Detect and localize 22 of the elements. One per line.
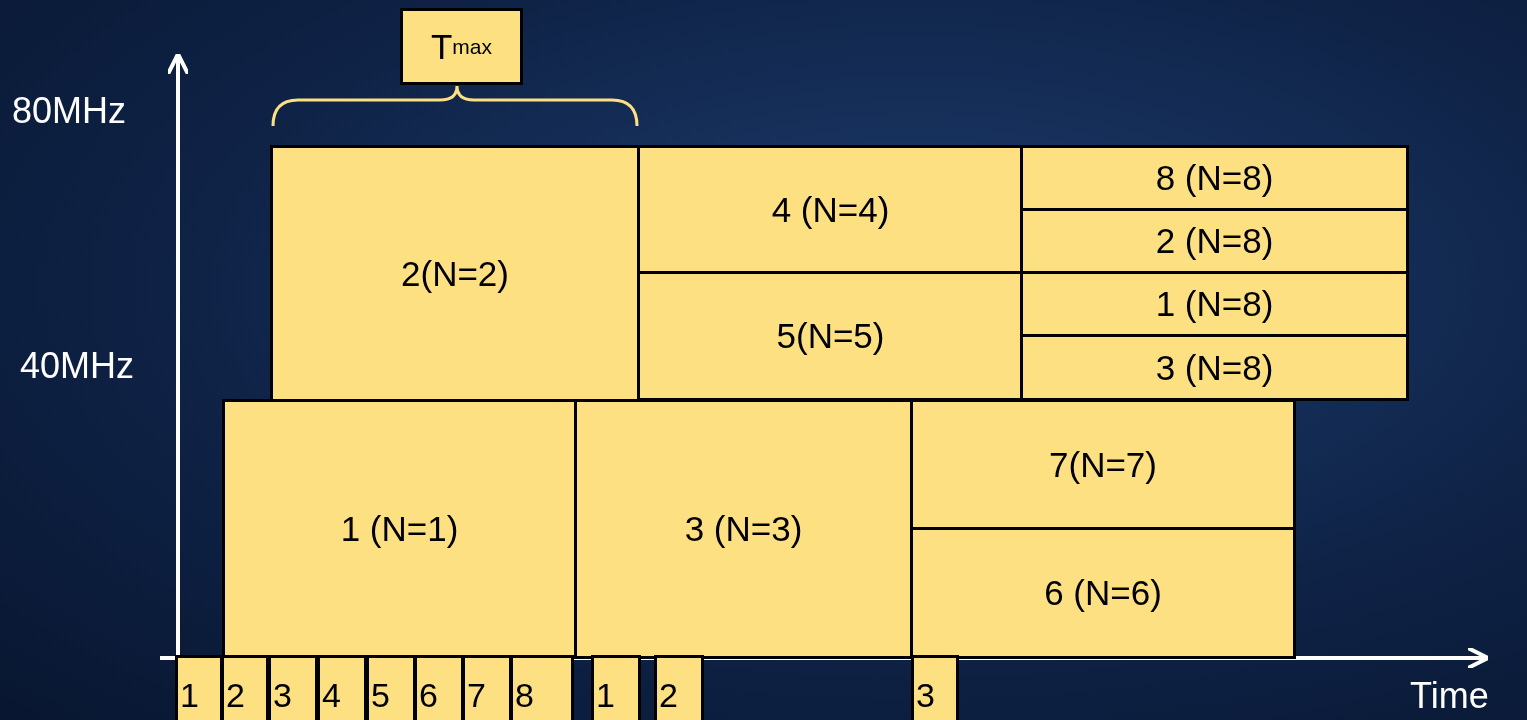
sequence-number-block: 1 bbox=[591, 655, 641, 720]
sequence-number-block: 2 bbox=[654, 655, 704, 720]
allocation-block: 8 (N=8) bbox=[1020, 145, 1409, 211]
sequence-number-block: 4 bbox=[317, 655, 367, 720]
sequence-number-block: 3 bbox=[911, 655, 959, 720]
sequence-number-block: 7 bbox=[462, 655, 512, 720]
sequence-number-block: 3 bbox=[268, 655, 318, 720]
frequency-label: 80MHz bbox=[12, 90, 127, 132]
allocation-block: 1 (N=8) bbox=[1020, 271, 1409, 337]
sequence-number-block: 5 bbox=[366, 655, 416, 720]
axis-title: Time bbox=[1410, 675, 1489, 717]
allocation-block: 2(N=2) bbox=[270, 145, 640, 402]
allocation-block: 3 (N=3) bbox=[574, 399, 913, 659]
sequence-number-block: 2 bbox=[221, 655, 269, 720]
allocation-block: 6 (N=6) bbox=[910, 527, 1296, 659]
sequence-number-block: 8 bbox=[510, 655, 574, 720]
allocation-block: 2 (N=8) bbox=[1020, 208, 1409, 274]
frequency-label: 40MHz bbox=[20, 345, 135, 387]
sequence-number-block: 6 bbox=[414, 655, 464, 720]
sequence-number-block: 1 bbox=[175, 655, 223, 720]
allocation-block: 3 (N=8) bbox=[1020, 334, 1409, 401]
allocation-block: 7(N=7) bbox=[910, 399, 1296, 530]
